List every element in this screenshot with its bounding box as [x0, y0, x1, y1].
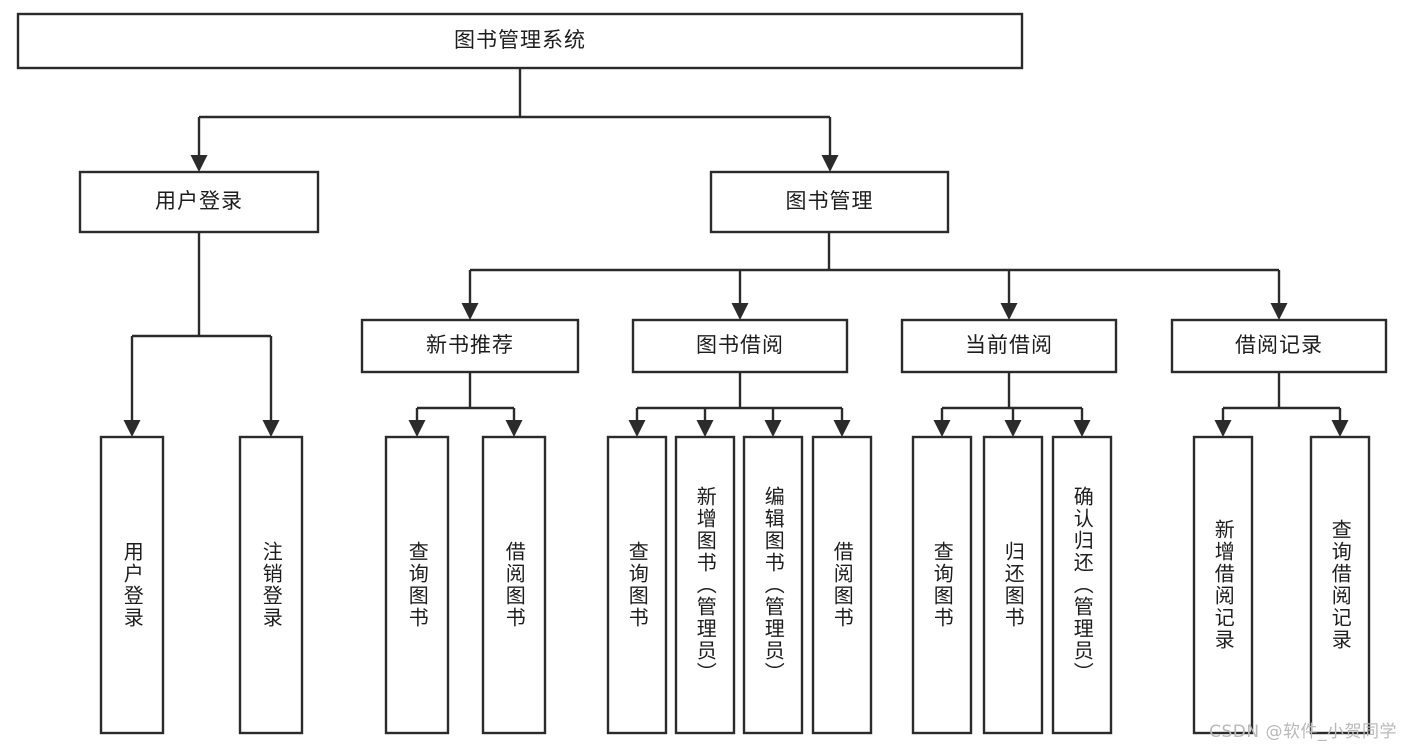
root-bus-to-用户登录-arrowhead: [190, 155, 208, 172]
user-login-bus-to-用户登录-arrowhead: [123, 420, 141, 437]
record-bus-to-查询借阅记录-arrowhead: [1331, 420, 1349, 437]
node-box-用户登录[interactable]: [99, 435, 165, 735]
borrow-book-bus-to-新增图书管理员-arrowhead: [696, 420, 714, 437]
root-bus-to-图书管理-arrowhead: [821, 155, 839, 172]
node-box-当前借阅[interactable]: [900, 318, 1118, 374]
node-box-图书管理[interactable]: [709, 170, 950, 234]
current-bus-to-归还图书-arrowhead: [1004, 420, 1022, 437]
user-login-bus-to-注销登录-arrowhead: [262, 420, 280, 437]
node-box-查询图书[interactable]: [606, 435, 668, 735]
node-box-新书推荐[interactable]: [360, 318, 580, 374]
node-box-编辑图书管理员[interactable]: [742, 435, 804, 735]
connector-layer: [123, 68, 1349, 437]
record-bus-to-新增借阅记录-arrowhead: [1214, 420, 1232, 437]
node-box-layer: [16, 12, 1388, 735]
node-box-图书借阅[interactable]: [631, 318, 849, 374]
node-box-注销登录[interactable]: [238, 435, 304, 735]
node-box-新增借阅记录[interactable]: [1192, 435, 1254, 735]
new-book-bus-to-查询图书-arrowhead: [408, 420, 426, 437]
node-box-图书管理系统[interactable]: [16, 12, 1024, 70]
node-box-借阅记录[interactable]: [1170, 318, 1388, 374]
current-bus-to-确认归还管理员-arrowhead: [1073, 420, 1091, 437]
book-manage-bus-to-图书借阅-arrowhead: [731, 303, 749, 320]
node-box-确认归还管理员[interactable]: [1051, 435, 1113, 735]
node-box-借阅图书[interactable]: [811, 435, 873, 735]
node-box-查询图书[interactable]: [384, 435, 450, 735]
book-manage-bus-to-新书推荐-arrowhead: [461, 303, 479, 320]
node-box-借阅图书[interactable]: [481, 435, 547, 735]
book-manage-bus-to-借阅记录-arrowhead: [1270, 303, 1288, 320]
borrow-book-bus-to-查询图书-arrowhead: [628, 420, 646, 437]
book-manage-bus-to-当前借阅-arrowhead: [1000, 303, 1018, 320]
new-book-bus-to-借阅图书-arrowhead: [505, 420, 523, 437]
node-box-查询借阅记录[interactable]: [1309, 435, 1371, 735]
node-box-新增图书管理员[interactable]: [674, 435, 736, 735]
current-bus-to-查询图书-arrowhead: [933, 420, 951, 437]
node-box-用户登录[interactable]: [78, 170, 320, 234]
borrow-book-bus-to-编辑图书管理员-arrowhead: [764, 420, 782, 437]
node-box-查询图书[interactable]: [911, 435, 973, 735]
borrow-book-bus-to-借阅图书-arrowhead: [833, 420, 851, 437]
node-box-归还图书[interactable]: [982, 435, 1044, 735]
